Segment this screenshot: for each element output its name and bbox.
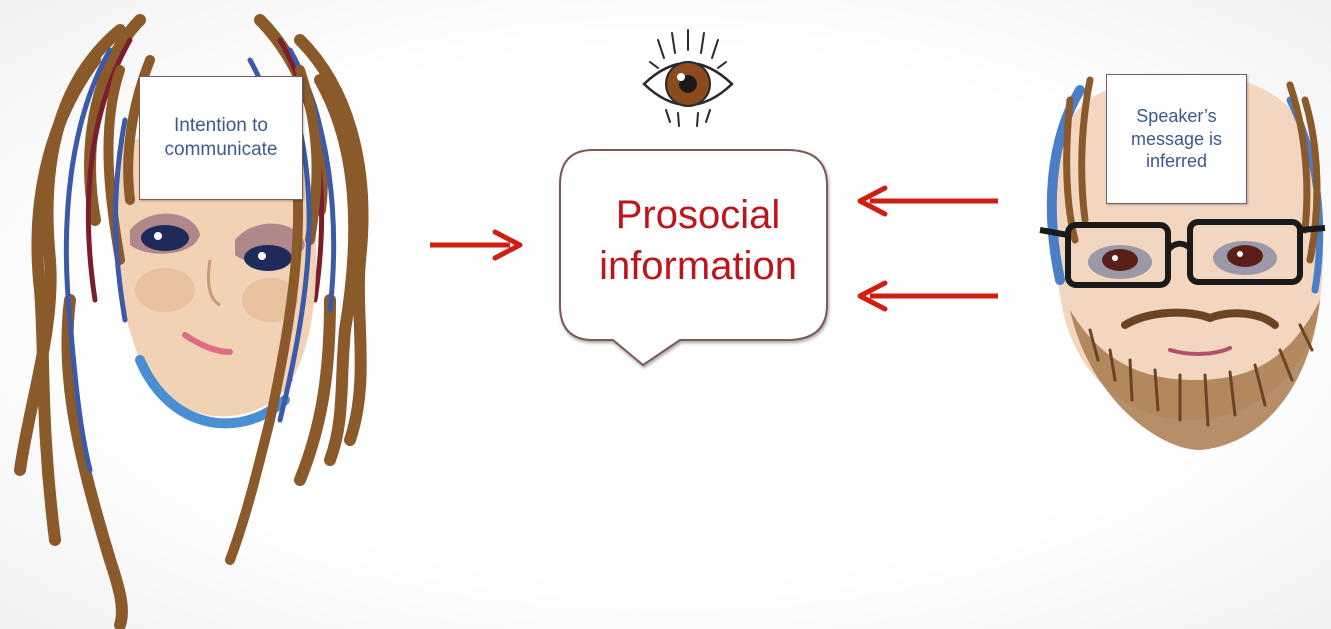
eye-icon	[642, 29, 734, 127]
speaker-face-illustration	[14, 14, 369, 629]
speech-bubble	[559, 149, 828, 367]
arrow-speaker-to-message	[430, 229, 523, 261]
speaker-intention-label: Intention to communicate	[139, 76, 303, 200]
arrow-listener-to-message-top	[857, 185, 998, 217]
listener-inference-label: Speaker’s message is inferred	[1106, 74, 1247, 204]
bubble-label: Prosocial information	[599, 193, 797, 289]
arrow-listener-to-message-bottom	[857, 280, 998, 312]
